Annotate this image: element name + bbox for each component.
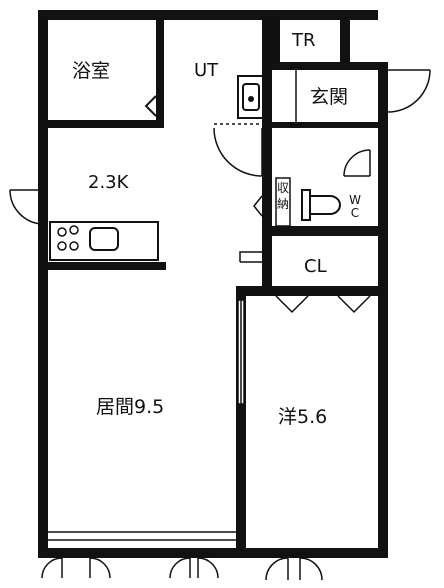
- room-label-kitchen: 2.3K: [88, 172, 129, 193]
- sliding-door-icon: [237, 299, 245, 405]
- toilet-door-icon: [343, 149, 371, 177]
- closet-folding-door-icon: [275, 295, 371, 314]
- balcony-door-right-icon: [265, 557, 323, 581]
- room-label-entrance: 玄関: [310, 86, 349, 108]
- exterior-walls: [38, 10, 388, 558]
- room-label-bathroom: 浴室: [72, 60, 111, 82]
- kitchen-window-door-icon: [9, 189, 45, 225]
- balcony-door-left-icon: [41, 531, 236, 579]
- storage-door-icon: [253, 177, 291, 227]
- sink-icon: [89, 227, 119, 251]
- stove-icon: [57, 225, 79, 251]
- room-label-western-room: 洋5.6: [278, 406, 328, 428]
- entrance-door-icon: [295, 69, 431, 122]
- room-label-trunk-room: TR: [292, 30, 316, 51]
- kitchen-counter: [49, 221, 159, 261]
- bathroom-door-icon: [144, 95, 157, 117]
- toilet-icon: [301, 189, 341, 221]
- room-label-closet: CL: [304, 256, 327, 277]
- closet-door-icon: [239, 251, 262, 263]
- room-label-living: 居間9.5: [96, 396, 165, 418]
- interior-walls: [48, 20, 388, 548]
- ut-door-swing-icon: [213, 123, 263, 177]
- room-label-storage: 収納: [277, 181, 290, 211]
- washbasin-icon: [237, 75, 265, 119]
- room-label-toilet: WC: [349, 193, 361, 220]
- room-label-utility: UT: [194, 60, 219, 81]
